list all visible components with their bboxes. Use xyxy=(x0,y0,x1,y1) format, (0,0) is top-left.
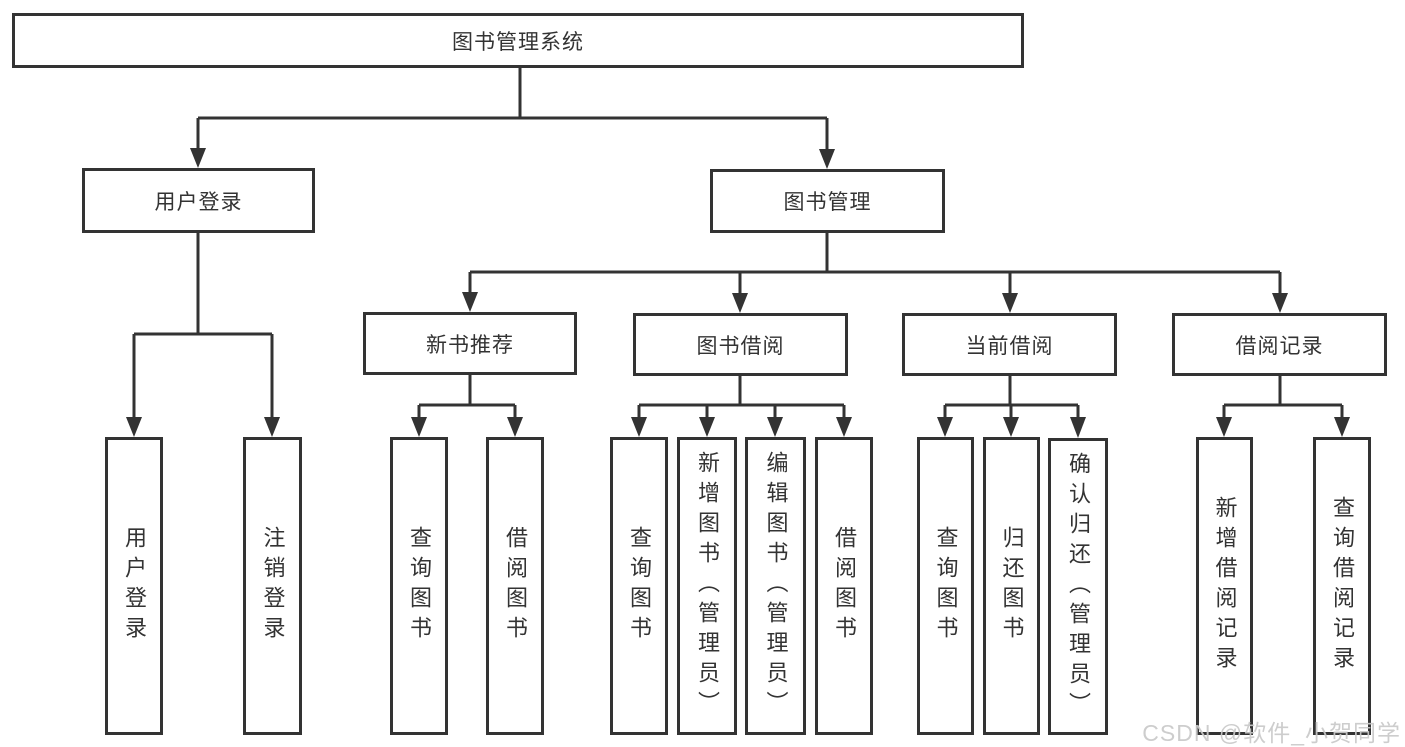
arrow-icon xyxy=(937,417,953,437)
arrow-icon xyxy=(264,417,280,437)
leaf-add-books-admin: 新增图书（管理员） xyxy=(677,437,737,735)
node-label: 用户登录 xyxy=(154,190,243,214)
arrow-icon xyxy=(631,417,647,437)
arrow-icon xyxy=(732,293,748,313)
node-book-management-module: 图书管理 xyxy=(710,169,945,233)
connector-userlogin-to-leaves xyxy=(132,233,274,419)
node-label: 新书推荐 xyxy=(426,333,514,357)
node-book-borrowing: 图书借阅 xyxy=(633,313,848,376)
leaf-user-login: 用户登录 xyxy=(105,437,163,735)
node-label: 查询借阅记录 xyxy=(1330,496,1355,676)
arrow-icon xyxy=(699,417,715,437)
arrow-icon xyxy=(1216,417,1232,437)
node-label: 查询图书 xyxy=(407,526,432,646)
leaf-borrow-books-borrowing: 借阅图书 xyxy=(815,437,873,735)
arrow-icon xyxy=(507,417,523,437)
node-label: 归还图书 xyxy=(999,526,1025,646)
node-label: 编辑图书（管理员） xyxy=(763,451,789,721)
node-label: 图书管理 xyxy=(783,191,872,214)
node-root-system: 图书管理系统 xyxy=(12,13,1024,68)
node-label: 图书管理系统 xyxy=(452,30,584,54)
node-label: 用户登录 xyxy=(122,526,147,646)
connector-newbooks-to-leaves xyxy=(417,375,517,419)
leaf-return-books: 归还图书 xyxy=(983,437,1040,735)
node-label: 新增借阅记录 xyxy=(1212,496,1238,676)
node-new-book-recommend: 新书推荐 xyxy=(363,312,577,375)
node-label: 注销登录 xyxy=(260,526,286,646)
node-label: 当前借阅 xyxy=(965,334,1054,358)
node-label: 新增图书（管理员） xyxy=(695,451,720,721)
leaf-query-books-current: 查询图书 xyxy=(917,437,974,735)
arrow-icon xyxy=(1070,417,1086,438)
node-label: 查询图书 xyxy=(933,526,959,646)
leaf-query-borrow-record: 查询借阅记录 xyxy=(1313,437,1371,735)
node-current-borrowing: 当前借阅 xyxy=(902,313,1117,376)
csdn-watermark: CSDN @软件_小贺同学 xyxy=(1142,720,1401,746)
leaf-edit-books-admin: 编辑图书（管理员） xyxy=(745,437,806,735)
arrow-icon xyxy=(836,417,852,437)
leaf-borrow-books-recommend: 借阅图书 xyxy=(486,437,544,735)
arrow-icon xyxy=(1002,293,1018,313)
arrow-icon xyxy=(411,417,427,437)
arrow-icon xyxy=(1272,293,1288,313)
arrowheads xyxy=(126,148,1350,438)
arrow-icon xyxy=(1003,417,1019,437)
arrow-icon xyxy=(462,292,478,312)
node-label: 图书借阅 xyxy=(696,334,785,358)
arrow-icon xyxy=(767,417,783,437)
connector-records-to-leaves xyxy=(1222,376,1344,419)
node-label: 查询图书 xyxy=(627,526,652,646)
connector-borrowing-to-leaves xyxy=(637,376,846,419)
leaf-query-books-borrowing: 查询图书 xyxy=(610,437,668,735)
leaf-logout: 注销登录 xyxy=(243,437,302,735)
node-label: 借阅图书 xyxy=(832,526,857,646)
arrow-icon xyxy=(126,417,142,437)
arrow-icon xyxy=(819,149,835,169)
node-borrowing-records: 借阅记录 xyxy=(1172,313,1387,376)
connector-bookmgmt-to-level3 xyxy=(468,233,1282,295)
node-label: 借阅记录 xyxy=(1235,334,1324,358)
arrow-icon xyxy=(190,148,206,168)
node-label: 确认归还（管理员） xyxy=(1066,451,1091,722)
leaf-query-books-recommend: 查询图书 xyxy=(390,437,448,735)
arrow-icon xyxy=(1334,417,1350,437)
leaf-add-borrow-record: 新增借阅记录 xyxy=(1196,437,1253,735)
leaf-confirm-return-admin: 确认归还（管理员） xyxy=(1048,438,1108,735)
connector-current-to-leaves xyxy=(943,376,1080,419)
node-user-login-module: 用户登录 xyxy=(82,168,315,233)
node-label: 借阅图书 xyxy=(503,526,528,646)
connector-root-to-level2 xyxy=(196,68,829,151)
